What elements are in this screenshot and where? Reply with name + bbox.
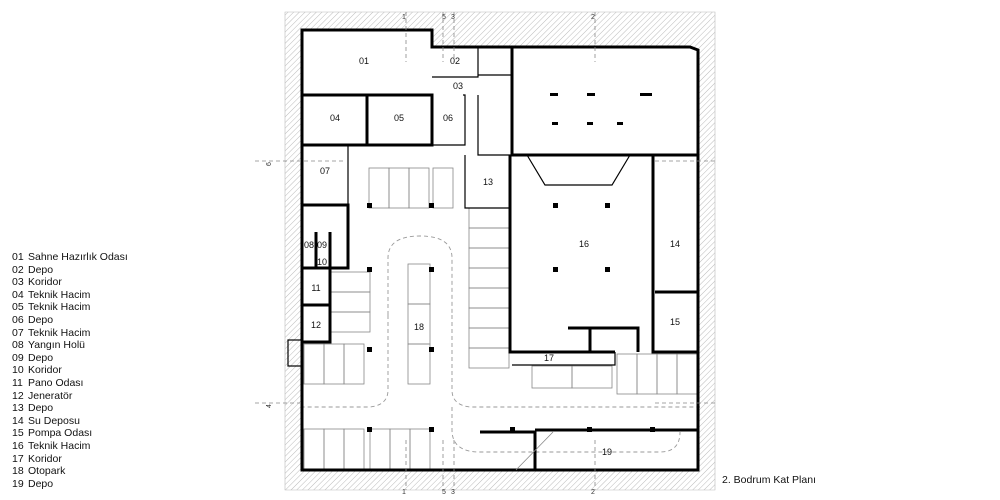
- room-label-14: 14: [670, 239, 680, 249]
- legend-number: 12: [12, 389, 24, 402]
- legend-room-name: Teknik Hacim: [28, 301, 91, 314]
- legend-number: 06: [12, 313, 24, 326]
- legend-item: 08 Yangın Holü: [12, 339, 128, 352]
- legend-item: 14 Su Deposu: [12, 415, 128, 428]
- legend-number: 16: [12, 439, 24, 452]
- legend-item: 03 Koridor: [12, 276, 128, 289]
- legend-item: 16 Teknik Hacim: [12, 440, 128, 453]
- legend-room-name: Depo: [28, 263, 54, 276]
- legend-room-name: Depo: [28, 402, 54, 415]
- legend-item: 06 Depo: [12, 314, 128, 327]
- legend-number: 09: [12, 351, 24, 364]
- legend-item: 17 Koridor: [12, 453, 128, 466]
- legend-room-name: Otopark: [28, 465, 66, 478]
- room-label-03: 03: [453, 81, 463, 91]
- room-label-01: 01: [359, 56, 369, 66]
- section-mark-1-top: 1: [402, 14, 406, 21]
- legend-number: 02: [12, 263, 24, 276]
- legend-number: 15: [12, 427, 24, 440]
- room-label-12: 12: [311, 320, 321, 330]
- legend-number: 05: [12, 301, 24, 314]
- legend-item: 05 Teknik Hacim: [12, 301, 128, 314]
- section-mark-4: 4: [266, 404, 273, 408]
- section-mark-3-top: 3: [451, 14, 455, 21]
- section-mark-3-bottom: 3: [451, 489, 455, 496]
- room-label-19: 19: [602, 447, 612, 457]
- room-label-13: 13: [483, 177, 493, 187]
- section-mark-5-top: 5: [442, 14, 446, 21]
- room-label-10: 10: [317, 257, 327, 267]
- legend-room-name: Pano Odası: [28, 376, 84, 389]
- legend-item: 02 Depo: [12, 264, 128, 277]
- section-mark-2-top: 2: [591, 14, 595, 21]
- legend-item: 01 Sahne Hazırlık Odası: [12, 251, 128, 264]
- legend-room-name: Depo: [28, 477, 54, 490]
- section-mark-2-bottom: 2: [591, 489, 595, 496]
- room-label-05: 05: [394, 113, 404, 123]
- legend-item: 10 Koridor: [12, 364, 128, 377]
- room-label-11: 11: [311, 283, 320, 293]
- room-label-17: 17: [544, 353, 554, 363]
- legend-number: 07: [12, 326, 24, 339]
- legend-room-name: Yangın Holü: [28, 339, 86, 352]
- room-label-18: 18: [414, 322, 424, 332]
- legend-room-name: Pompa Odası: [28, 427, 93, 440]
- legend-room-name: Teknik Hacim: [28, 326, 91, 339]
- legend-room-name: Su Deposu: [28, 414, 80, 427]
- room-label-08: 08: [304, 240, 314, 250]
- walls: [300, 28, 700, 472]
- legend-room-name: Koridor: [28, 364, 62, 377]
- parking-stalls: [303, 167, 698, 470]
- legend-number: 14: [12, 414, 24, 427]
- room-label-06: 06: [443, 113, 453, 123]
- legend-number: 03: [12, 276, 24, 289]
- columns: [367, 93, 655, 432]
- legend-number: 10: [12, 364, 24, 377]
- room-label-07: 07: [320, 166, 330, 176]
- room-label-15: 15: [670, 317, 680, 327]
- room-label-09: 09: [317, 240, 327, 250]
- legend-item: 09 Depo: [12, 352, 128, 365]
- legend-number: 11: [12, 376, 23, 389]
- legend-room-name: Jeneratör: [28, 389, 73, 402]
- section-markers: [255, 12, 715, 490]
- room-label-02: 02: [450, 56, 460, 66]
- legend-number: 17: [12, 452, 24, 465]
- legend-room-name: Koridor: [28, 452, 62, 465]
- legend-room-name: Depo: [28, 313, 54, 326]
- legend-number: 18: [12, 465, 24, 478]
- room-labels: 01 02 03 04 05 06 07 08 09 10 11 12 13 1…: [304, 56, 680, 457]
- room-label-04: 04: [330, 113, 340, 123]
- legend-number: 19: [12, 477, 24, 490]
- legend-room-name: Teknik Hacim: [28, 288, 91, 301]
- legend-item: 18 Otopark: [12, 465, 128, 478]
- legend-item: 04 Teknik Hacim: [12, 289, 128, 302]
- section-mark-5-bottom: 5: [442, 489, 446, 496]
- section-mark-6: 6: [266, 162, 273, 166]
- legend-item: 11 Pano Odası: [12, 377, 128, 390]
- legend-number: 13: [12, 402, 24, 415]
- legend-number: 08: [12, 339, 24, 352]
- legend-number: 04: [12, 288, 24, 301]
- room-label-16: 16: [579, 239, 589, 249]
- legend-room-name: Sahne Hazırlık Odası: [28, 251, 128, 263]
- legend-room-name: Koridor: [28, 276, 62, 289]
- drive-aisle: [300, 235, 700, 453]
- legend-room-name: Depo: [28, 351, 54, 364]
- legend-item: 12 Jeneratör: [12, 390, 128, 403]
- legend-item: 19 Depo: [12, 478, 128, 491]
- legend-room-name: Teknik Hacim: [28, 439, 91, 452]
- legend-item: 15 Pompa Odası: [12, 427, 128, 440]
- drawing-title: 2. Bodrum Kat Planı: [722, 474, 816, 486]
- legend-item: 13 Depo: [12, 402, 128, 415]
- legend-number: 01: [12, 251, 24, 263]
- legend-item: 07 Teknik Hacim: [12, 327, 128, 340]
- section-mark-1-bottom: 1: [402, 489, 406, 496]
